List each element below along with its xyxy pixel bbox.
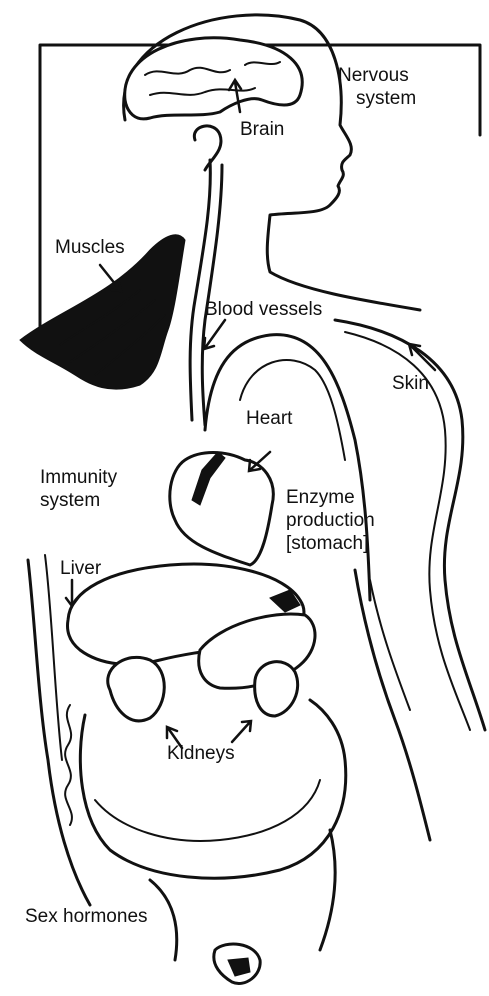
ear [194,126,221,170]
kidney-left [108,657,165,721]
liver-label: Liver [60,557,101,580]
torso-left-2 [45,555,62,760]
pelvis-right [320,830,335,950]
intestine-outline [80,700,345,878]
immunity-line-1: Immunity [40,466,117,489]
blood-vessels-arrow [204,320,225,349]
spinal-cord [190,160,210,420]
pelvis-left [150,880,177,960]
immunity-system-label: Immunity system [40,466,117,512]
brain-label: Brain [240,118,284,141]
heart-label: Heart [246,407,292,430]
nervous-system-label: Nervous system [338,64,416,110]
kidney-right [255,662,298,716]
immunity-line-2: system [40,489,117,512]
kidney-right-arrow [232,721,251,742]
skin-arrow [409,344,435,370]
sex-organ-dark [228,958,250,976]
enzyme-line-3: [stomach] [286,532,375,555]
blood-vessels-label: Blood vessels [205,298,322,321]
enzyme-line-2: production [286,509,375,532]
torso-right-2 [370,580,410,710]
skin-label: Skin [392,372,429,395]
nervous-system-line-2: system [338,87,416,110]
nervous-system-line-1: Nervous [338,64,416,87]
liver-arrow [66,580,78,606]
torso-right [355,570,430,840]
enzyme-production-label: Enzyme production [stomach] [286,486,375,555]
muscles-label: Muscles [55,236,125,259]
intestine-coils [65,705,320,841]
enzyme-line-1: Enzyme [286,486,375,509]
kidneys-label: Kidneys [167,742,235,765]
sex-hormones-label: Sex hormones [25,905,148,928]
